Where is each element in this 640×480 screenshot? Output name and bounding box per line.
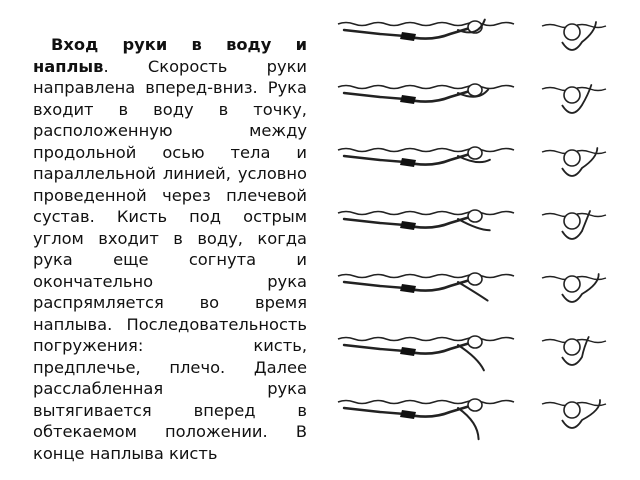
- front-view-frame: [541, 147, 607, 177]
- shoulders: [561, 41, 583, 51]
- legs: [342, 28, 407, 38]
- water-line: [337, 336, 515, 342]
- head: [563, 275, 581, 293]
- head: [563, 23, 581, 41]
- arm: [581, 210, 591, 232]
- front-view-frame: [541, 399, 607, 429]
- head: [563, 86, 581, 104]
- head: [563, 149, 581, 167]
- head: [467, 146, 483, 160]
- swim-trunks: [400, 347, 416, 356]
- shoulders: [561, 293, 583, 303]
- legs: [342, 217, 407, 227]
- shoulders: [561, 104, 583, 114]
- legs: [342, 154, 407, 164]
- arm: [457, 344, 485, 372]
- head: [467, 398, 483, 412]
- water-line: [337, 399, 515, 405]
- shoulders: [561, 356, 583, 366]
- arm: [581, 273, 600, 295]
- legs: [342, 406, 407, 416]
- arm: [457, 407, 480, 441]
- head: [563, 338, 581, 356]
- front-view-frame: [541, 84, 607, 114]
- arm: [581, 336, 590, 358]
- shoulders: [561, 230, 583, 240]
- swim-trunks: [400, 410, 416, 419]
- swimmer-illustration-sequence: [310, 0, 640, 480]
- arm: [581, 147, 599, 169]
- arm: [581, 84, 593, 106]
- head: [467, 209, 483, 223]
- head: [467, 335, 483, 349]
- arm: [581, 399, 601, 421]
- arm: [457, 18, 486, 34]
- shoulders: [561, 419, 583, 429]
- water-line: [337, 147, 515, 153]
- paragraph-body: . Скорость руки направлена вперед-вниз. …: [33, 56, 307, 463]
- side-view-frame: [337, 209, 515, 232]
- shoulders: [561, 167, 583, 177]
- swim-trunks: [400, 32, 416, 41]
- front-view-frame: [541, 210, 607, 240]
- arm: [457, 281, 489, 302]
- legs: [342, 343, 407, 353]
- water-line: [337, 210, 515, 216]
- head: [467, 83, 483, 97]
- front-view-frame: [541, 273, 607, 303]
- arm: [581, 21, 597, 43]
- head: [467, 272, 483, 286]
- swim-trunks: [400, 284, 416, 293]
- side-view-frame: [337, 18, 515, 41]
- side-view-frame: [337, 272, 515, 302]
- side-view-frame: [337, 83, 515, 104]
- swim-trunks: [400, 158, 416, 167]
- front-view-frame: [541, 336, 607, 366]
- water-line: [337, 273, 515, 279]
- swim-trunks: [400, 221, 416, 230]
- arm: [457, 218, 491, 232]
- legs: [342, 91, 407, 101]
- arm: [457, 88, 490, 98]
- side-view-frame: [337, 335, 515, 372]
- swimmer-frames-svg: [337, 18, 607, 441]
- paragraph-heading: Вход руки в воду и наплыв: [33, 35, 307, 76]
- front-view-frame: [541, 21, 607, 51]
- water-line: [337, 21, 515, 27]
- head: [563, 212, 581, 230]
- legs: [342, 280, 407, 290]
- arm: [457, 155, 491, 164]
- side-view-frame: [337, 146, 515, 167]
- swim-trunks: [400, 95, 416, 104]
- paragraph: Вход руки в воду и наплыв. Скорость руки…: [33, 34, 307, 464]
- water-line: [337, 84, 515, 90]
- side-view-frame: [337, 398, 515, 441]
- head: [563, 401, 581, 419]
